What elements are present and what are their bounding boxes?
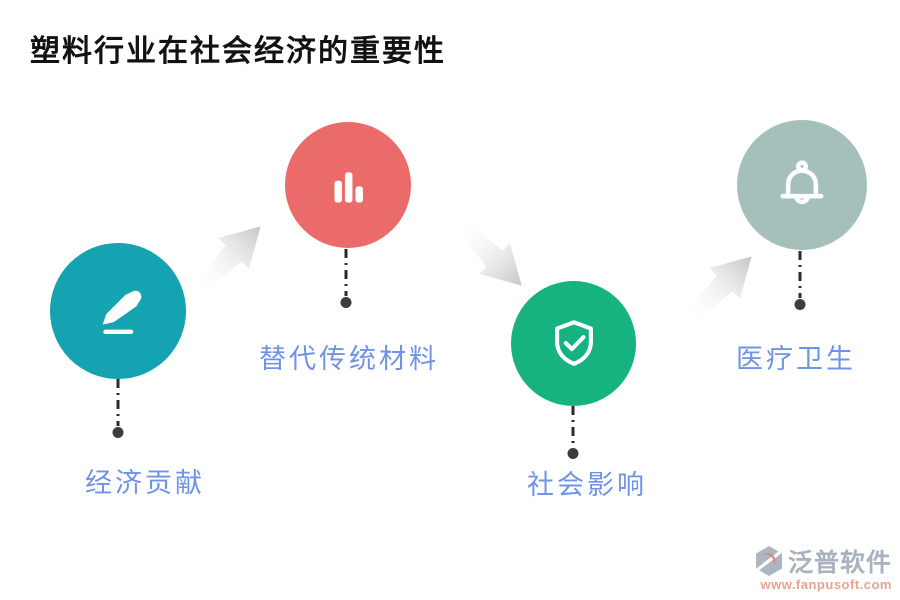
step-circle-materials xyxy=(285,122,411,248)
step-label-social: 社会影响 xyxy=(527,470,647,500)
step-circle-economic xyxy=(50,243,186,379)
step-label-materials: 替代传统材料 xyxy=(259,344,439,374)
step-circle-social xyxy=(511,281,636,406)
fanpu-logo-icon xyxy=(755,546,784,576)
arrow-down-right-icon xyxy=(456,220,522,286)
brand-watermark: 泛普软件 www.fanpusoft.com xyxy=(754,543,892,592)
dashed-connector xyxy=(794,251,806,310)
dashed-connector xyxy=(567,406,579,459)
step-label-medical: 医疗卫生 xyxy=(736,344,856,374)
brand-name: 泛普软件 xyxy=(787,549,892,577)
bell-icon xyxy=(780,160,824,205)
brand-url: www.fanpusoft.com xyxy=(760,577,892,592)
dashed-connector xyxy=(112,379,124,438)
pencil-icon xyxy=(102,290,142,334)
bar-chart-icon xyxy=(334,172,363,203)
dashed-connector xyxy=(340,249,352,308)
arrow-up-right-icon xyxy=(195,226,261,292)
page-title: 塑料行业在社会经济的重要性 xyxy=(30,35,446,68)
shield-check-icon xyxy=(554,319,593,366)
arrow-up-right-icon xyxy=(686,256,752,322)
step-label-economic: 经济贡献 xyxy=(85,468,205,498)
step-circle-medical xyxy=(737,120,867,250)
